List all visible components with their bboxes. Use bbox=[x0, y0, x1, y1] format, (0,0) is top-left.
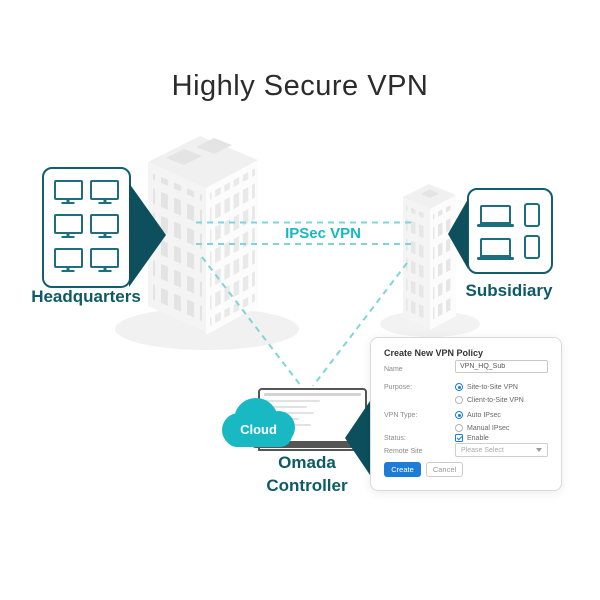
radio-icon[interactable] bbox=[455, 396, 463, 404]
monitor-icon bbox=[90, 248, 120, 268]
vpn-policy-form: Create New VPN Policy Name Purpose: Site… bbox=[370, 337, 562, 491]
form-arrow bbox=[345, 401, 370, 475]
cloud-icon: Cloud bbox=[222, 398, 295, 448]
name-input[interactable] bbox=[455, 360, 548, 373]
laptop-icon bbox=[477, 237, 514, 260]
subsidiary-label: Subsidiary bbox=[465, 281, 553, 300]
chevron-down-icon bbox=[536, 448, 542, 452]
radio-label[interactable]: Site-to-Site VPN bbox=[467, 383, 518, 391]
cloud-label: Cloud bbox=[240, 422, 277, 437]
controller-laptop-base bbox=[250, 441, 363, 448]
radio-label[interactable]: Manual IPsec bbox=[467, 424, 510, 432]
status-field-label: Status: bbox=[384, 435, 406, 442]
monitor-icon bbox=[53, 214, 83, 234]
headquarters-arrow bbox=[129, 183, 166, 287]
checkbox-icon[interactable] bbox=[455, 434, 463, 442]
radio-icon[interactable] bbox=[455, 424, 463, 432]
radio-auto-ipsec[interactable]: Auto IPsec bbox=[455, 410, 501, 420]
create-button[interactable]: Create bbox=[384, 462, 421, 477]
sub-to-controller-line bbox=[312, 262, 408, 387]
phone-icon bbox=[524, 235, 540, 260]
checkbox-label[interactable]: Enable bbox=[467, 434, 489, 442]
radio-client-to-site[interactable]: Client-to-Site VPN bbox=[455, 395, 524, 405]
phone-icon bbox=[524, 202, 540, 227]
radio-site-to-site[interactable]: Site-to-Site VPN bbox=[455, 382, 518, 392]
screen-ui-bar bbox=[264, 400, 321, 402]
hq-to-controller-line bbox=[201, 256, 302, 387]
radio-manual-ipsec[interactable]: Manual IPsec bbox=[455, 423, 509, 433]
screen-ui-bar bbox=[264, 406, 307, 408]
cancel-button[interactable]: Cancel bbox=[426, 462, 463, 477]
headquarters-label: Headquarters bbox=[31, 287, 141, 306]
remote-site-field-label: Remote Site bbox=[384, 448, 423, 455]
subsidiary-devices-panel bbox=[467, 188, 553, 274]
radio-icon[interactable] bbox=[455, 383, 463, 391]
radio-label[interactable]: Client-to-Site VPN bbox=[467, 396, 524, 404]
purpose-field-label: Purpose: bbox=[384, 384, 413, 391]
controller-label: Omada Controller bbox=[266, 453, 348, 495]
form-title: Create New VPN Policy bbox=[384, 348, 484, 358]
device-row bbox=[477, 235, 540, 260]
headquarters-devices-panel bbox=[42, 167, 131, 288]
monitor-icon bbox=[90, 214, 120, 234]
laptop-icon bbox=[477, 205, 514, 228]
monitor-icon bbox=[90, 180, 120, 200]
remote-site-select[interactable]: Please Select bbox=[455, 443, 548, 457]
enable-checkbox-row[interactable]: Enable bbox=[455, 433, 489, 443]
name-field-label: Name bbox=[384, 366, 403, 373]
ipsec-vpn-label: IPSec VPN bbox=[285, 225, 361, 242]
monitor-icon bbox=[53, 180, 83, 200]
page-title: Highly Secure VPN bbox=[171, 70, 429, 102]
dashed-links bbox=[196, 221, 412, 387]
monitor-icon bbox=[53, 248, 83, 268]
device-row bbox=[477, 202, 540, 228]
select-value: Please Select bbox=[461, 446, 504, 454]
screen-ui-bar bbox=[264, 412, 315, 414]
radio-icon[interactable] bbox=[455, 411, 463, 419]
screen-ui-bar bbox=[264, 393, 361, 396]
vpn-type-field-label: VPN Type: bbox=[384, 412, 418, 419]
radio-label[interactable]: Auto IPsec bbox=[467, 411, 501, 419]
subsidiary-arrow bbox=[448, 199, 468, 269]
